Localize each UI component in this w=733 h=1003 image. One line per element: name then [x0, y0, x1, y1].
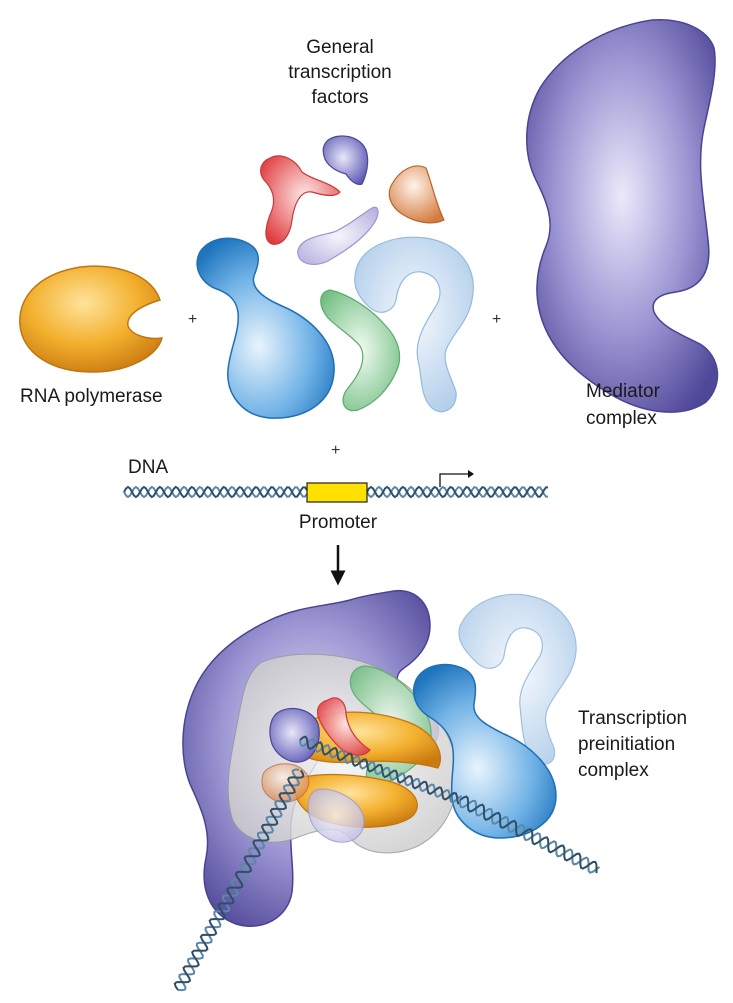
- pic-red-factor: [316, 697, 371, 756]
- pic-dna-right-strand: [459, 799, 601, 874]
- gtf-red-factor: [260, 155, 341, 245]
- gtf-cluster: [196, 135, 474, 419]
- pic-tan-factor: [261, 763, 310, 803]
- plus-bottom: +: [331, 442, 340, 459]
- gtf-light-blue-factor: [354, 236, 474, 413]
- dna-label: DNA: [128, 457, 168, 478]
- pic-dna-helix: [173, 735, 601, 992]
- gtf-lavender-factor: [297, 206, 379, 265]
- gtf-label-line3: factors: [311, 87, 368, 108]
- preinitiation-complex: [173, 590, 601, 992]
- rna-polymerase-label: RNA polymerase: [20, 386, 163, 407]
- dna-helix: [123, 485, 548, 499]
- plus-right: +: [492, 311, 501, 328]
- gtf-green-factor: [320, 289, 401, 412]
- gtf-blue-factor: [196, 237, 335, 419]
- promoter-box: [306, 482, 368, 503]
- rna-polymerase-shape: [19, 265, 163, 373]
- pic-label-line2: preinitiation: [578, 734, 675, 755]
- mediator-shape: [526, 19, 719, 413]
- pic-dna-middle-strand: [299, 735, 460, 805]
- gtf-violet-factor: [322, 135, 369, 185]
- mediator-label-line1: Mediator: [586, 381, 661, 402]
- transcription-start-arrowhead: [468, 470, 474, 478]
- general-transcription-factors-label: General transcription factors: [288, 37, 392, 108]
- pic-label-line3: complex: [578, 760, 649, 781]
- transcription-start-arrow: [439, 473, 468, 487]
- gtf-label-line2: transcription: [288, 62, 392, 83]
- gtf-orange-factor: [388, 165, 445, 224]
- pic-blue-factor: [412, 663, 557, 839]
- dna-strand: [366, 485, 548, 499]
- gtf-label-line1: General: [306, 37, 374, 58]
- dna-strand: [123, 485, 308, 499]
- dna-strand: [366, 485, 548, 499]
- promoter-label: Promoter: [299, 512, 378, 533]
- plus-left: +: [188, 311, 197, 328]
- pic-lavender-factor: [307, 788, 365, 843]
- pic-dna-right-strand: [459, 795, 598, 874]
- pic-violet-factor: [269, 707, 320, 763]
- mediator-label-line2: complex: [586, 408, 657, 429]
- pic-dna-middle-strand: [299, 738, 463, 804]
- pic-label-line1: Transcription: [578, 708, 687, 729]
- pic-dna-left-strand: [173, 769, 305, 991]
